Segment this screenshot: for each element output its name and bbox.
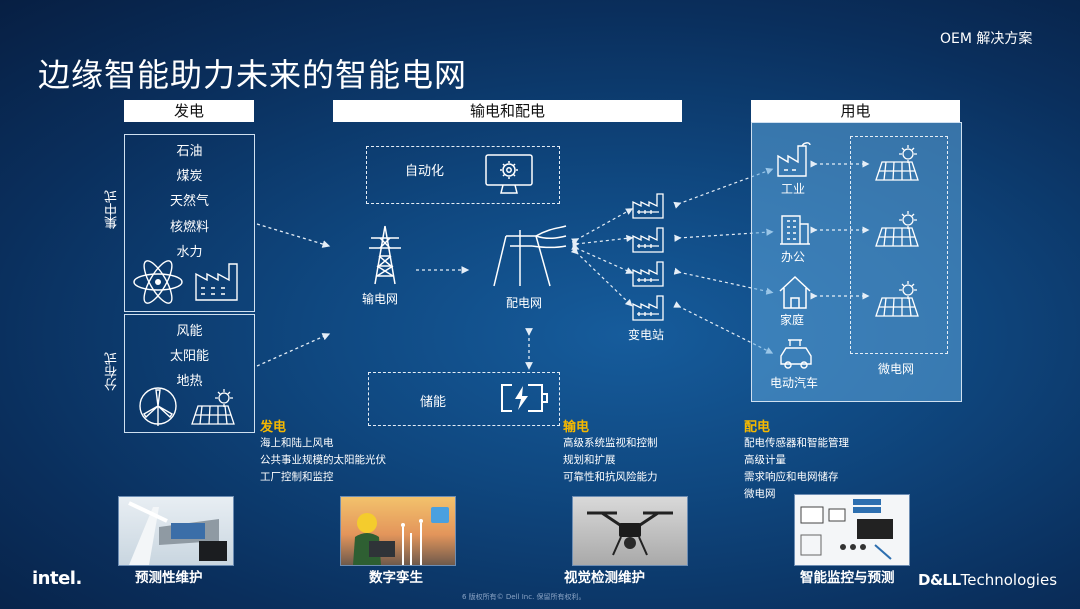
distributed-label: 分布式	[105, 352, 120, 391]
section-distribution-item-1: 配电传感器和智能管理	[744, 437, 849, 449]
section-generation-title: 发电	[260, 420, 287, 435]
atom-icon	[133, 260, 183, 304]
technologies-wordmark: Technologies	[960, 571, 1058, 589]
storage-label: 储能	[420, 395, 447, 410]
transmission-tower-icon	[369, 225, 401, 285]
source-nuclear: 核燃料	[169, 220, 209, 235]
slide-title: 边缘智能助力未来的智能电网	[38, 56, 468, 94]
wind-turbine-icon	[139, 387, 177, 426]
centralized-box	[124, 134, 255, 312]
source-wind: 风能	[176, 324, 203, 339]
centralized-label: 集中式	[105, 190, 120, 229]
source-oil: 石油	[176, 144, 203, 159]
home-label: 家庭	[780, 313, 805, 327]
substation-icon-3	[632, 261, 664, 287]
column-header-transmission: 输电和配电	[333, 100, 682, 122]
substation-icon-1	[632, 193, 664, 219]
smart-monitoring-image	[794, 494, 910, 566]
substation-icon-2	[632, 227, 664, 253]
distribution-grid-label: 配电网	[506, 296, 543, 310]
dell-logo-wordmark: D&LL	[918, 571, 961, 589]
battery-icon	[501, 384, 548, 412]
generation-arrows	[256, 223, 331, 367]
section-distribution-item-4: 微电网	[744, 488, 776, 500]
use-case-smart-monitoring: 智能监控与预测	[800, 570, 895, 586]
monitor-gear-icon	[485, 154, 533, 194]
home-icon	[779, 275, 811, 309]
section-generation-item-2: 公共事业规模的太阳能光伏	[260, 454, 386, 466]
solar-panel-icon	[191, 389, 235, 425]
ev-car-icon	[780, 339, 812, 369]
dell-technologies-logo: D&LLTechnologies	[918, 570, 1057, 589]
visual-inspection-image	[572, 496, 688, 566]
section-distribution-title: 配电	[744, 420, 771, 435]
substation-label: 变电站	[628, 328, 665, 342]
substation-icon-4	[632, 295, 664, 321]
source-hydro: 水力	[176, 245, 203, 260]
copyright-footer: 6 版权所有© Dell Inc. 保留所有权利。	[462, 593, 586, 601]
source-geothermal: 地热	[176, 374, 203, 389]
source-solar: 太阳能	[169, 349, 209, 364]
section-transmission-item-1: 高级系统监视和控制	[563, 437, 658, 449]
storage-arrow	[525, 328, 533, 370]
arrow-to-distribution	[416, 266, 470, 274]
microgrid-solar-icon-3	[875, 281, 919, 317]
microgrid-solar-icon-1	[875, 145, 919, 181]
use-case-digital-twin: 数字孪生	[369, 570, 423, 586]
section-transmission-title: 输电	[563, 420, 590, 435]
distribution-pole-icon	[493, 225, 567, 287]
section-distribution-item-3: 需求响应和电网储存	[744, 471, 839, 483]
office-label: 办公	[781, 250, 806, 264]
automation-label: 自动化	[405, 164, 445, 179]
microgrid-box	[850, 136, 948, 354]
microgrid-arrows	[810, 160, 870, 300]
consumption-panel	[751, 122, 962, 402]
digital-twin-image	[340, 496, 456, 566]
storage-box	[368, 372, 560, 426]
section-generation-item-1: 海上和陆上风电	[260, 437, 334, 449]
section-generation-item-3: 工厂控制和监控	[260, 471, 334, 483]
automation-box	[366, 146, 560, 204]
intel-logo: intel.	[32, 568, 82, 589]
transmission-grid-label: 输电网	[362, 292, 399, 306]
distributed-box	[124, 314, 255, 433]
factory-icon	[195, 263, 238, 301]
microgrid-solar-icon-2	[875, 211, 919, 247]
industry-icon	[777, 142, 811, 177]
oem-tag: OEM 解决方案	[940, 31, 1033, 47]
use-case-predictive-maintenance: 预测性维护	[135, 570, 203, 586]
use-case-visual-inspection: 视觉检测维护	[564, 570, 645, 586]
predictive-maintenance-image	[118, 496, 234, 566]
source-coal: 煤炭	[176, 169, 203, 184]
section-transmission-item-2: 规划和扩展	[563, 454, 616, 466]
microgrid-label: 微电网	[878, 362, 915, 376]
ev-label: 电动汽车	[770, 376, 819, 390]
section-transmission-item-3: 可靠性和抗风险能力	[563, 471, 658, 483]
section-distribution-item-2: 高级计量	[744, 454, 786, 466]
substation-arrows	[570, 208, 634, 307]
column-header-generation: 发电	[124, 100, 254, 122]
source-gas: 天然气	[169, 194, 209, 209]
column-header-consumption: 用电	[751, 100, 960, 122]
office-icon	[780, 215, 810, 245]
industry-label: 工业	[781, 182, 806, 196]
